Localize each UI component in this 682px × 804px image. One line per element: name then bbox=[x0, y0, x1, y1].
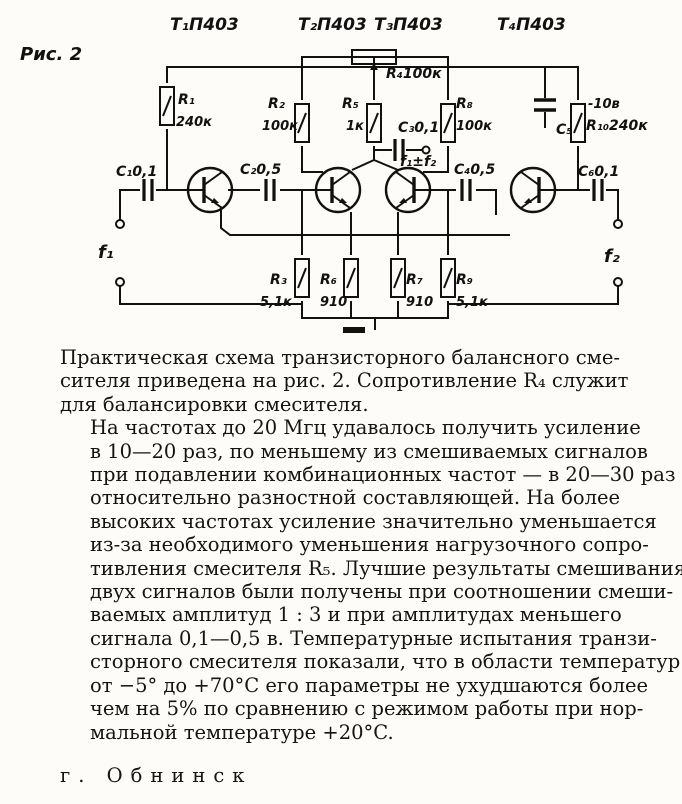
figure-caption: Рис. 2 bbox=[20, 44, 82, 65]
transistor-t1 bbox=[186, 166, 234, 214]
label-r5-value: 1к bbox=[346, 119, 365, 134]
resistor-r3 bbox=[294, 258, 310, 298]
paragraph-1: Практическая схема транзисторного баланс… bbox=[60, 346, 660, 416]
text-line: Практическая схема транзисторного баланс… bbox=[60, 346, 620, 369]
text-line: тивления смесителя R₅. Лучшие результаты… bbox=[90, 556, 682, 580]
label-c3: C₃0,1 bbox=[398, 120, 439, 136]
label-supply: -10в bbox=[588, 97, 620, 112]
transistor-label-t4: Т₄П403 bbox=[497, 15, 566, 35]
resistor-r5 bbox=[366, 103, 382, 143]
circuit-schematic: Рис. 2 Т₁П403 Т₂П403 Т₃П403 Т₄П403 bbox=[20, 15, 648, 333]
transistor-t4 bbox=[509, 166, 557, 214]
resistor-r8 bbox=[440, 103, 456, 143]
label-r1: R₁ bbox=[178, 92, 195, 108]
resistor-r7 bbox=[390, 258, 406, 298]
text-line: ваемых амплитуд 1 : 3 и при амплитудах м… bbox=[90, 603, 622, 627]
label-r10: R₁₀240к bbox=[586, 118, 648, 134]
text-line: от −5° до +70°C его параметры не ухудшаю… bbox=[90, 673, 649, 697]
transistor-label-t1: Т₁П403 bbox=[170, 15, 239, 35]
terminal-points bbox=[115, 145, 623, 287]
label-r3: R₃ bbox=[270, 272, 287, 288]
label-r9-value: 5,1к bbox=[456, 295, 489, 310]
article-body: Практическая схема транзисторного баланс… bbox=[60, 346, 682, 744]
resistor-r1 bbox=[159, 86, 175, 126]
text-line: двух сигналов были получены при соотноше… bbox=[90, 580, 674, 604]
label-r8-value: 100к bbox=[456, 119, 493, 134]
transistor-t2 bbox=[314, 166, 362, 214]
transistor-t3 bbox=[384, 166, 432, 214]
label-r6-value: 910 bbox=[320, 295, 347, 310]
text-line: высоких частотах усиление значительно ум… bbox=[90, 509, 657, 533]
text-line: На частотах до 20 Мгц удавалось получить… bbox=[90, 416, 641, 440]
label-c2: C₂0,5 bbox=[240, 162, 281, 178]
label-r2: R₂ bbox=[268, 96, 286, 112]
label-r7-value: 910 bbox=[406, 295, 433, 310]
circuit-wires bbox=[119, 56, 619, 330]
text-line: в 10—20 раз, по меньшему из смешиваемых … bbox=[90, 439, 648, 463]
label-c6: C₆0,1 bbox=[578, 164, 619, 180]
resistor-r9 bbox=[440, 258, 456, 298]
resistor-r10 bbox=[570, 103, 586, 143]
transistor-label-t2: Т₂П403 bbox=[298, 15, 367, 35]
paragraph-2: На частотах до 20 Мгц удавалось получить… bbox=[60, 416, 682, 744]
capacitor-c5 bbox=[534, 98, 556, 112]
label-r5: R₅ bbox=[342, 96, 359, 112]
label-r3-value: 5,1к bbox=[260, 295, 293, 310]
label-r4: R₄100к bbox=[386, 66, 442, 82]
label-r9: R₉ bbox=[456, 272, 473, 288]
label-fout: f₁±f₂ bbox=[400, 154, 437, 170]
label-r7: R₇ bbox=[406, 272, 423, 288]
capacitor-c2 bbox=[264, 177, 276, 203]
label-r8: R₈ bbox=[456, 96, 473, 112]
potentiometer-r4 bbox=[351, 49, 397, 70]
label-c1: C₁0,1 bbox=[116, 164, 157, 180]
capacitor-c4 bbox=[460, 177, 472, 203]
capacitor-c6 bbox=[592, 177, 604, 203]
resistor-r6 bbox=[343, 258, 359, 298]
text-line: для балансировки смесителя. bbox=[60, 392, 369, 416]
transistor-label-t3: Т₃П403 bbox=[374, 15, 443, 35]
text-line: из-за необходимого уменьшения нагрузочно… bbox=[90, 533, 649, 557]
label-f1: f₁ bbox=[98, 242, 114, 263]
text-line: сителя приведена на рис. 2. Сопротивлени… bbox=[60, 369, 629, 393]
label-c5: C₅ bbox=[556, 122, 572, 138]
label-r1-value: 240к bbox=[176, 115, 213, 130]
text-line: сторного смесителя показали, что в облас… bbox=[90, 650, 681, 674]
capacitor-c1 bbox=[142, 177, 154, 203]
label-r2-value: 100к bbox=[262, 119, 299, 134]
text-line: при подавлении комбинационных частот — в… bbox=[90, 463, 676, 487]
label-f2: f₂ bbox=[604, 246, 620, 267]
text-line: чем на 5% по сравнению с режимом работы … bbox=[90, 697, 644, 721]
label-r6: R₆ bbox=[320, 272, 337, 288]
text-line: относительно разностной составляющей. На… bbox=[90, 486, 621, 510]
text-line: сигнала 0,1—0,5 в. Температурные испытан… bbox=[90, 626, 657, 650]
author-location: г. Обнинск bbox=[60, 764, 253, 787]
ground-symbol bbox=[343, 327, 365, 333]
label-c4: C₄0,5 bbox=[454, 162, 495, 178]
text-line: мальной температуре +20°C. bbox=[90, 720, 394, 744]
